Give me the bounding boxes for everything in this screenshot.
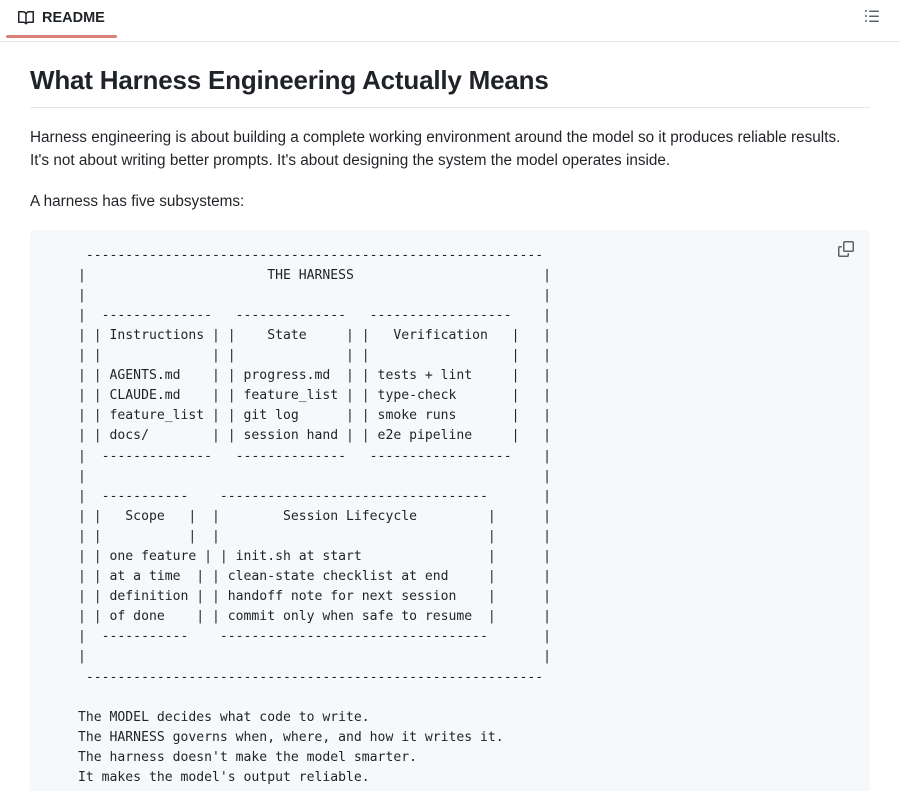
readme-content: What Harness Engineering Actually Means … [0,42,900,791]
copy-button[interactable] [832,238,860,266]
title-divider [30,106,870,108]
page-title: What Harness Engineering Actually Means [30,65,549,95]
paragraph-intro: Harness engineering is about building a … [30,128,841,170]
tab-bar: README [0,0,900,42]
ascii-diagram-code-block: ----------------------------------------… [30,229,870,791]
table-of-contents-button[interactable] [858,4,886,32]
copy-icon [838,241,854,262]
tab-active-indicator [6,35,117,38]
book-icon [18,10,34,26]
ascii-diagram: ----------------------------------------… [78,247,551,786]
tab-readme[interactable]: README [6,4,117,38]
tab-label: README [42,10,105,26]
paragraph-subsystems-lead: A harness has five subsystems: [30,192,245,210]
list-unordered-icon [864,8,880,29]
